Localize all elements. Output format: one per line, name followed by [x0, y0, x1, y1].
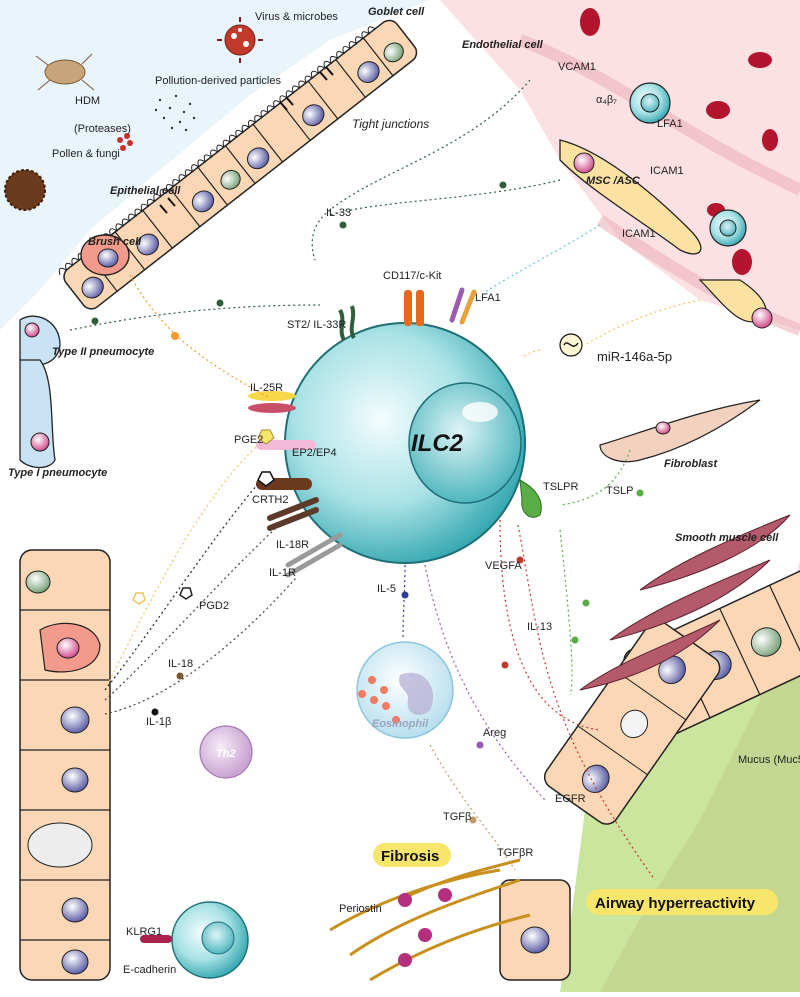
label-il33: IL-33	[326, 207, 351, 219]
tight-junction-marks	[159, 66, 334, 214]
th2-cell	[199, 725, 253, 779]
label-eosinophil: Eosinophil	[372, 718, 429, 730]
signal-dots	[91, 181, 644, 824]
label-ahr: Airway hyperreactivity	[595, 895, 756, 912]
top-epithelium	[19, 19, 418, 469]
label-icam1-top: ICAM1	[650, 165, 684, 177]
fibroblast-body	[599, 399, 761, 463]
ep-receptor-icon	[256, 429, 316, 450]
label-mucus: Mucus (Muc5a/b)	[738, 754, 800, 766]
label-pge2: PGE2	[234, 434, 263, 446]
label-tgfb: TGFβ	[443, 811, 471, 823]
il25r-receptor-icon	[248, 391, 296, 413]
eosinophil-granules	[358, 676, 400, 724]
label-fibroblast: Fibroblast	[664, 458, 719, 470]
house-dust-mite-icon	[35, 53, 95, 91]
smooth-muscle-cells	[579, 514, 791, 691]
label-tslp: TSLP	[606, 485, 634, 497]
label-proteases: (Proteases)	[74, 123, 131, 135]
label-crth2: CRTH2	[252, 494, 288, 506]
label-type2-pneumocyte: Type II pneumocyte	[52, 346, 154, 358]
label-tslpr: TSLPR	[543, 481, 579, 493]
label-vegfa: VEGFA	[485, 560, 522, 572]
label-st2: ST2/ IL-33R	[287, 319, 346, 331]
lfa1-receptor-icon	[449, 287, 477, 325]
red-blood-cell	[706, 101, 730, 119]
pollution-particles-icon	[154, 94, 196, 132]
label-type1-pneumocyte: Type I pneumocyte	[8, 467, 107, 479]
label-mir146a: miR-146a-5p	[597, 349, 672, 364]
cd117-receptor-icon	[404, 290, 424, 326]
fibrosis-badge	[373, 843, 451, 867]
il18r-receptor-icon	[267, 497, 319, 531]
periostin-molecules	[398, 888, 452, 967]
label-hdm: HDM	[75, 95, 100, 107]
red-blood-cell	[748, 52, 772, 68]
label-il18: IL-18	[168, 658, 193, 670]
label-th2: Th2	[216, 748, 236, 760]
tslpr-receptor-icon	[519, 479, 542, 518]
virus-icon	[217, 17, 263, 63]
red-blood-cell	[580, 8, 600, 36]
label-goblet-cell: Goblet cell	[368, 6, 425, 18]
protease-icon	[117, 133, 133, 151]
label-periostin: Periostin	[339, 903, 382, 915]
labels: Goblet cell Endothelial cell Epithelial …	[8, 6, 800, 976]
label-endothelial-cell: Endothelial cell	[462, 39, 544, 51]
ahr-badge	[586, 889, 778, 915]
label-il5: IL-5	[377, 583, 396, 595]
red-blood-cell	[732, 249, 752, 275]
label-il25r: IL-25R	[250, 382, 283, 394]
blood-vessel-region	[440, 0, 800, 330]
label-ilc2: ILC2	[411, 430, 464, 457]
periostin-fibers	[329, 858, 531, 982]
label-tgfbr: TGFβR	[497, 847, 533, 859]
st2-receptor-icon	[338, 305, 356, 342]
red-blood-cell	[762, 129, 778, 151]
label-pgd2: PGD2	[199, 600, 229, 612]
label-smooth-muscle: Smooth muscle cell	[675, 532, 779, 544]
label-ecad: E-cadherin	[123, 964, 176, 976]
label-vcam1: VCAM1	[558, 61, 596, 73]
label-il13: IL-13	[527, 621, 552, 633]
label-fibrosis: Fibrosis	[381, 848, 439, 865]
il1r-receptor-icon	[285, 532, 343, 578]
crth2-receptor-icon	[256, 471, 312, 490]
msc-cell-body	[559, 139, 702, 255]
signaling-arrows	[69, 79, 701, 881]
label-klrg1: KLRG1	[126, 926, 162, 938]
label-virus: Virus & microbes	[255, 11, 338, 23]
label-il18r: IL-18R	[276, 539, 309, 551]
label-lfa1: LFA1	[475, 292, 501, 304]
label-brush-cell: Brush cell	[88, 236, 142, 248]
label-lfa1-top: LFA1	[657, 118, 683, 130]
type1-pneumocyte-body	[19, 359, 56, 469]
label-ep: EP2/EP4	[292, 447, 337, 459]
pollen-icon	[4, 169, 46, 211]
label-areg: Areg	[483, 727, 506, 739]
label-tight-junctions: Tight junctions	[352, 117, 429, 131]
left-epithelium	[19, 549, 111, 981]
label-egfr: EGFR	[555, 793, 586, 805]
label-cd117: CD117/c-Kit	[383, 270, 441, 282]
label-pollen: Pollen & fungi	[52, 148, 120, 160]
label-epithelial-cell: Epithelial cell	[110, 185, 181, 197]
label-icam1-mid: ICAM1	[622, 228, 656, 240]
airway-lumen-top	[0, 0, 430, 330]
klrg1-receptor-icon	[140, 935, 172, 943]
label-a4b7: α₄β₇	[596, 94, 617, 106]
label-pollution: Pollution-derived particles	[155, 75, 281, 87]
label-il1b: IL-1β	[146, 716, 171, 728]
label-msc: MSC /ASC	[586, 175, 641, 187]
label-il1r: IL-1R	[269, 567, 296, 579]
